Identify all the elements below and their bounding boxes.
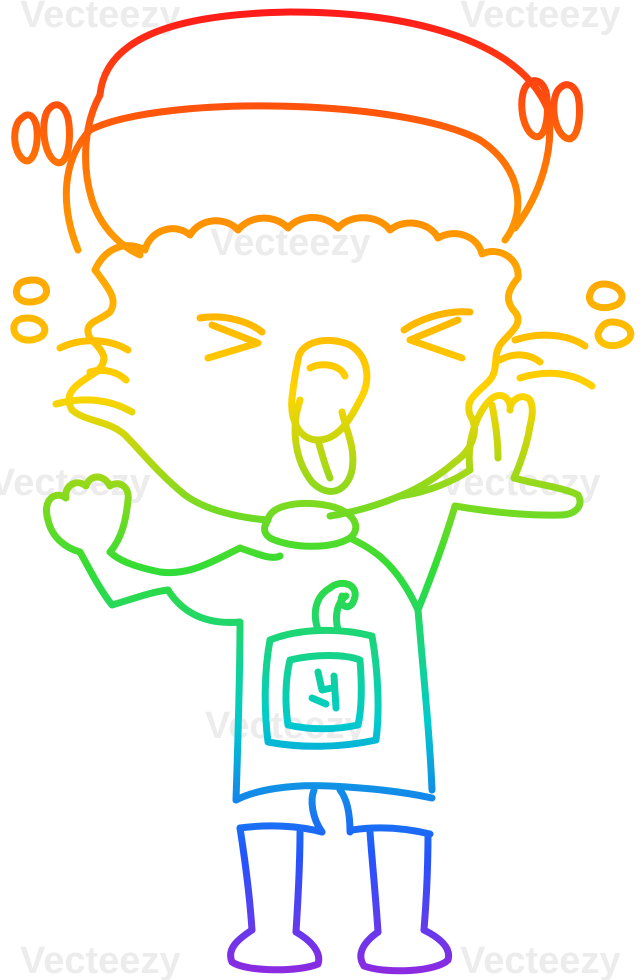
left-thumb — [44, 516, 84, 556]
helmet-rim — [82, 91, 144, 259]
tongue — [291, 396, 357, 495]
motion-line — [516, 369, 596, 390]
chest-device-symbol — [314, 668, 340, 712]
sweat-drop — [10, 314, 49, 344]
left-arm-inner — [106, 544, 244, 577]
belt-buckle — [308, 786, 326, 836]
antenna-stem-outer — [332, 592, 350, 634]
right-arm — [451, 474, 584, 519]
right-ear-bolt — [550, 81, 583, 143]
motion-line — [496, 351, 544, 366]
hair-fringe — [91, 214, 522, 282]
left-brow-line — [196, 313, 266, 336]
tongue-center-line — [314, 436, 334, 482]
right-leg — [420, 830, 432, 934]
right-leg-inner — [366, 828, 382, 936]
torso-top-left — [236, 544, 284, 561]
chest-device — [261, 626, 382, 750]
belt-bottom — [348, 824, 434, 838]
chest-device-screen — [282, 652, 365, 733]
right-arm-inner — [396, 466, 474, 500]
helmet-inner-line — [62, 102, 522, 254]
sweat-drop — [586, 280, 626, 312]
torso-top-right — [346, 534, 422, 614]
sweat-drop — [13, 276, 50, 306]
right-hand — [465, 392, 536, 482]
right-finger-line — [488, 401, 502, 462]
right-eye — [406, 316, 466, 362]
torso-left — [164, 586, 244, 804]
right-boot — [357, 926, 453, 975]
motion-line — [86, 366, 130, 384]
antenna-stem — [311, 584, 334, 634]
left-leg-inner — [292, 828, 304, 936]
right-brow-line — [400, 308, 474, 334]
belt — [232, 782, 436, 804]
left-boot — [227, 926, 323, 974]
right-ear-bolt — [518, 77, 551, 141]
left-ear-bolt — [11, 111, 41, 165]
motion-line — [52, 396, 136, 416]
motion-line — [56, 337, 132, 354]
left-hand — [43, 473, 132, 556]
sweat-drop — [594, 318, 635, 350]
mouth-outline — [288, 336, 371, 444]
helmet-dome — [96, 8, 554, 232]
left-eye — [204, 321, 262, 362]
face-left-edge — [65, 266, 272, 524]
torso-right — [414, 502, 459, 794]
mouth-inner — [306, 361, 349, 380]
collar-ring — [261, 500, 360, 550]
belt-buckle — [336, 786, 354, 836]
belt-bottom — [236, 822, 326, 836]
left-ear-bolt — [40, 101, 73, 167]
left-arm-outer — [76, 548, 172, 609]
left-leg — [236, 824, 256, 934]
motion-line — [511, 331, 589, 350]
chest-device-symbol — [308, 694, 330, 708]
